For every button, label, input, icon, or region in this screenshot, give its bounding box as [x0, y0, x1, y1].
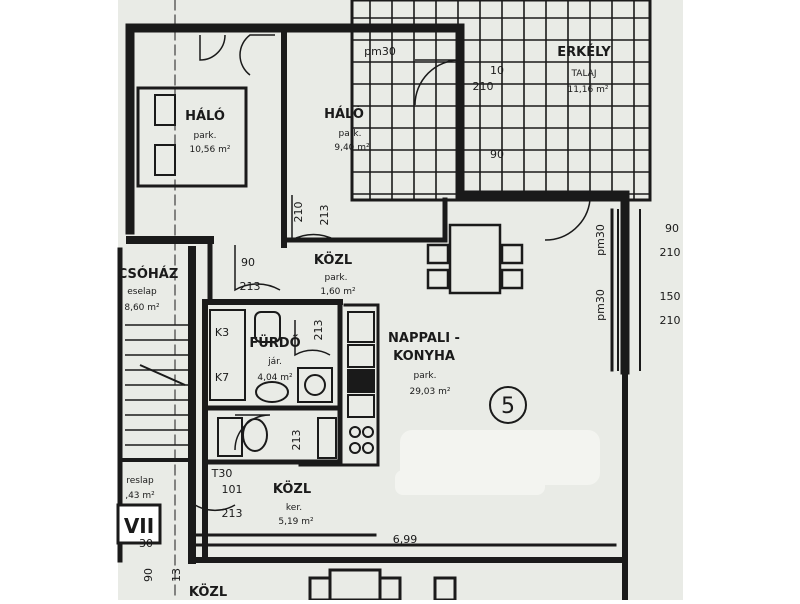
- room-area-kozl-upper: 1,60 m²: [320, 287, 356, 297]
- room-name-nappali-1: NAPPALI -: [388, 331, 460, 346]
- redaction-blur: [395, 430, 600, 495]
- dim-210-s: 210: [473, 80, 494, 93]
- stairs: [125, 324, 188, 446]
- room-name-nappali-2: KONYHA: [393, 349, 455, 364]
- room-name-terrace: ERKÉLY: [557, 44, 611, 60]
- room-floor-nappali: park.: [413, 371, 436, 381]
- room-name-lepcsohaz: CSÓHÁZ: [118, 266, 179, 282]
- dim-101: 101: [222, 483, 243, 496]
- dim-210-b: 210: [660, 314, 681, 327]
- dim-213-c: 213: [290, 430, 303, 451]
- walls: [117, 0, 641, 603]
- dimension-labels: pm30 pm30 pm30 213 213 213 213 213 90 21…: [139, 45, 681, 582]
- room-area-nappali: 29,03 m²: [409, 387, 450, 397]
- room-floor-lepcso-lower: reslap: [126, 476, 154, 486]
- room-area-lepcso-lower: ,43 m²: [125, 491, 155, 501]
- room-area-terrace: 11,16 m²: [567, 85, 608, 95]
- kitchen-fixtures: [347, 311, 375, 454]
- dim-90-small: 90: [241, 256, 255, 269]
- dim-30: 30: [139, 537, 153, 550]
- dim-pm30-right-2: pm30: [594, 289, 607, 321]
- bed: [136, 86, 248, 188]
- dim-210-small: 210: [292, 202, 305, 223]
- unit-number: 5: [501, 394, 515, 419]
- room-floor-kozl-lower: ker.: [286, 503, 302, 513]
- room-area-kozl-lower: 5,19 m²: [278, 517, 314, 527]
- dim-t30: T30: [211, 467, 233, 480]
- room-area-halo-2: 9,40 m²: [334, 143, 370, 153]
- dim-90-d: 90: [490, 148, 504, 161]
- dim-10: 10: [490, 64, 504, 77]
- dim-150: 150: [660, 290, 681, 303]
- dim-699: 6,99: [393, 533, 418, 546]
- door-swings: [194, 34, 591, 512]
- label-k7: K7: [215, 371, 229, 384]
- dim-90: 90: [665, 222, 679, 235]
- room-name-kozl-upper: KÖZL: [314, 252, 352, 268]
- room-labels: HÁLÓ park. 10,56 m² HÁLÓ park. 9,40 m² K…: [118, 44, 612, 600]
- room-floor-kozl-upper: park.: [324, 273, 347, 283]
- dim-13: 13: [170, 568, 183, 582]
- dim-213-d: 213: [222, 507, 243, 520]
- room-floor-furdo: jár.: [267, 357, 282, 367]
- unit-number-marker: 5: [489, 386, 527, 424]
- dim-pm30-top: pm30: [364, 45, 396, 58]
- room-area-halo-1: 10,56 m²: [189, 145, 230, 155]
- room-name-halo-2: HÁLÓ: [324, 106, 364, 122]
- room-floor-halo-2: park.: [338, 129, 361, 139]
- room-floor-terrace: TALAJ: [571, 69, 597, 79]
- bath-fixtures: [209, 309, 337, 459]
- wing-label: VII: [124, 514, 154, 538]
- label-k3: K3: [215, 326, 229, 339]
- room-area-lepcsohaz: 8,60 m²: [124, 303, 160, 313]
- room-name-furdo: FÜRDŐ: [249, 335, 300, 351]
- dim-210: 210: [660, 246, 681, 259]
- dim-pm30-right-1: pm30: [594, 224, 607, 256]
- wing-label-box: VII: [116, 503, 162, 545]
- dim-213-a: 213: [240, 280, 261, 293]
- room-name-halo-1: HÁLÓ: [185, 108, 225, 124]
- dim-213-b: 213: [312, 320, 325, 341]
- dim-90-c: 90: [142, 568, 155, 582]
- room-name-kozl-bottom: KÖZL: [189, 584, 227, 600]
- room-name-kozl-lower: KÖZL: [273, 481, 311, 497]
- room-floor-halo-1: park.: [193, 131, 216, 141]
- room-area-furdo: 4,04 m²: [257, 373, 293, 383]
- room-floor-lepcsohaz: eselap: [127, 287, 157, 297]
- dining-table: [426, 223, 524, 295]
- dim-213-e: 213: [318, 205, 331, 226]
